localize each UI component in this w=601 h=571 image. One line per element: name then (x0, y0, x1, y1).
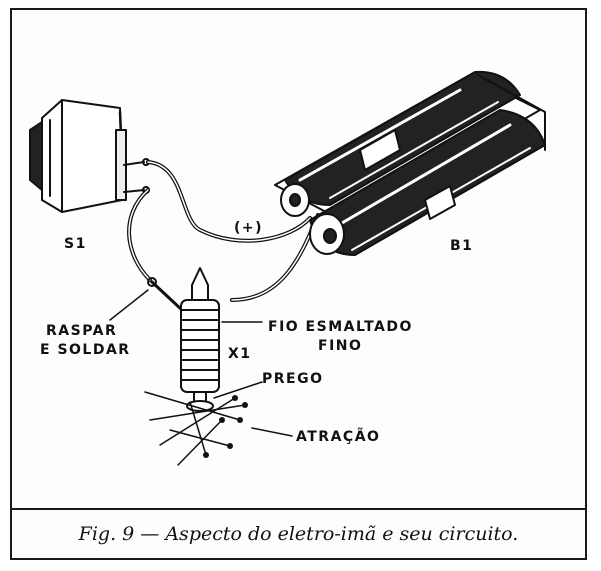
leader-raspar (109, 289, 149, 321)
label-s1: S1 (64, 236, 87, 252)
figure-caption: Fig. 9 — Aspecto do eletro-imã e seu cir… (78, 523, 519, 545)
label-raspar-2: E SOLDAR (40, 342, 131, 358)
label-raspar-1: RASPAR (46, 323, 117, 339)
coil-x1 (180, 267, 220, 412)
solder-joint (147, 277, 157, 287)
label-b1: B1 (450, 238, 473, 254)
leader-prego (213, 381, 263, 399)
battery-pack-b1 (274, 70, 546, 256)
leader-atracao (251, 427, 293, 437)
label-prego: PREGO (262, 371, 324, 387)
label-wire-2: FINO (318, 338, 362, 354)
attracted-pins (144, 391, 246, 466)
caption-divider (10, 508, 587, 510)
switch-s1 (29, 99, 150, 213)
label-x1: X1 (228, 346, 252, 362)
label-polarity: (+) (234, 220, 263, 236)
label-atracao: ATRAÇÃO (296, 428, 380, 445)
label-wire-1: FIO ESMALTADO (268, 319, 413, 335)
